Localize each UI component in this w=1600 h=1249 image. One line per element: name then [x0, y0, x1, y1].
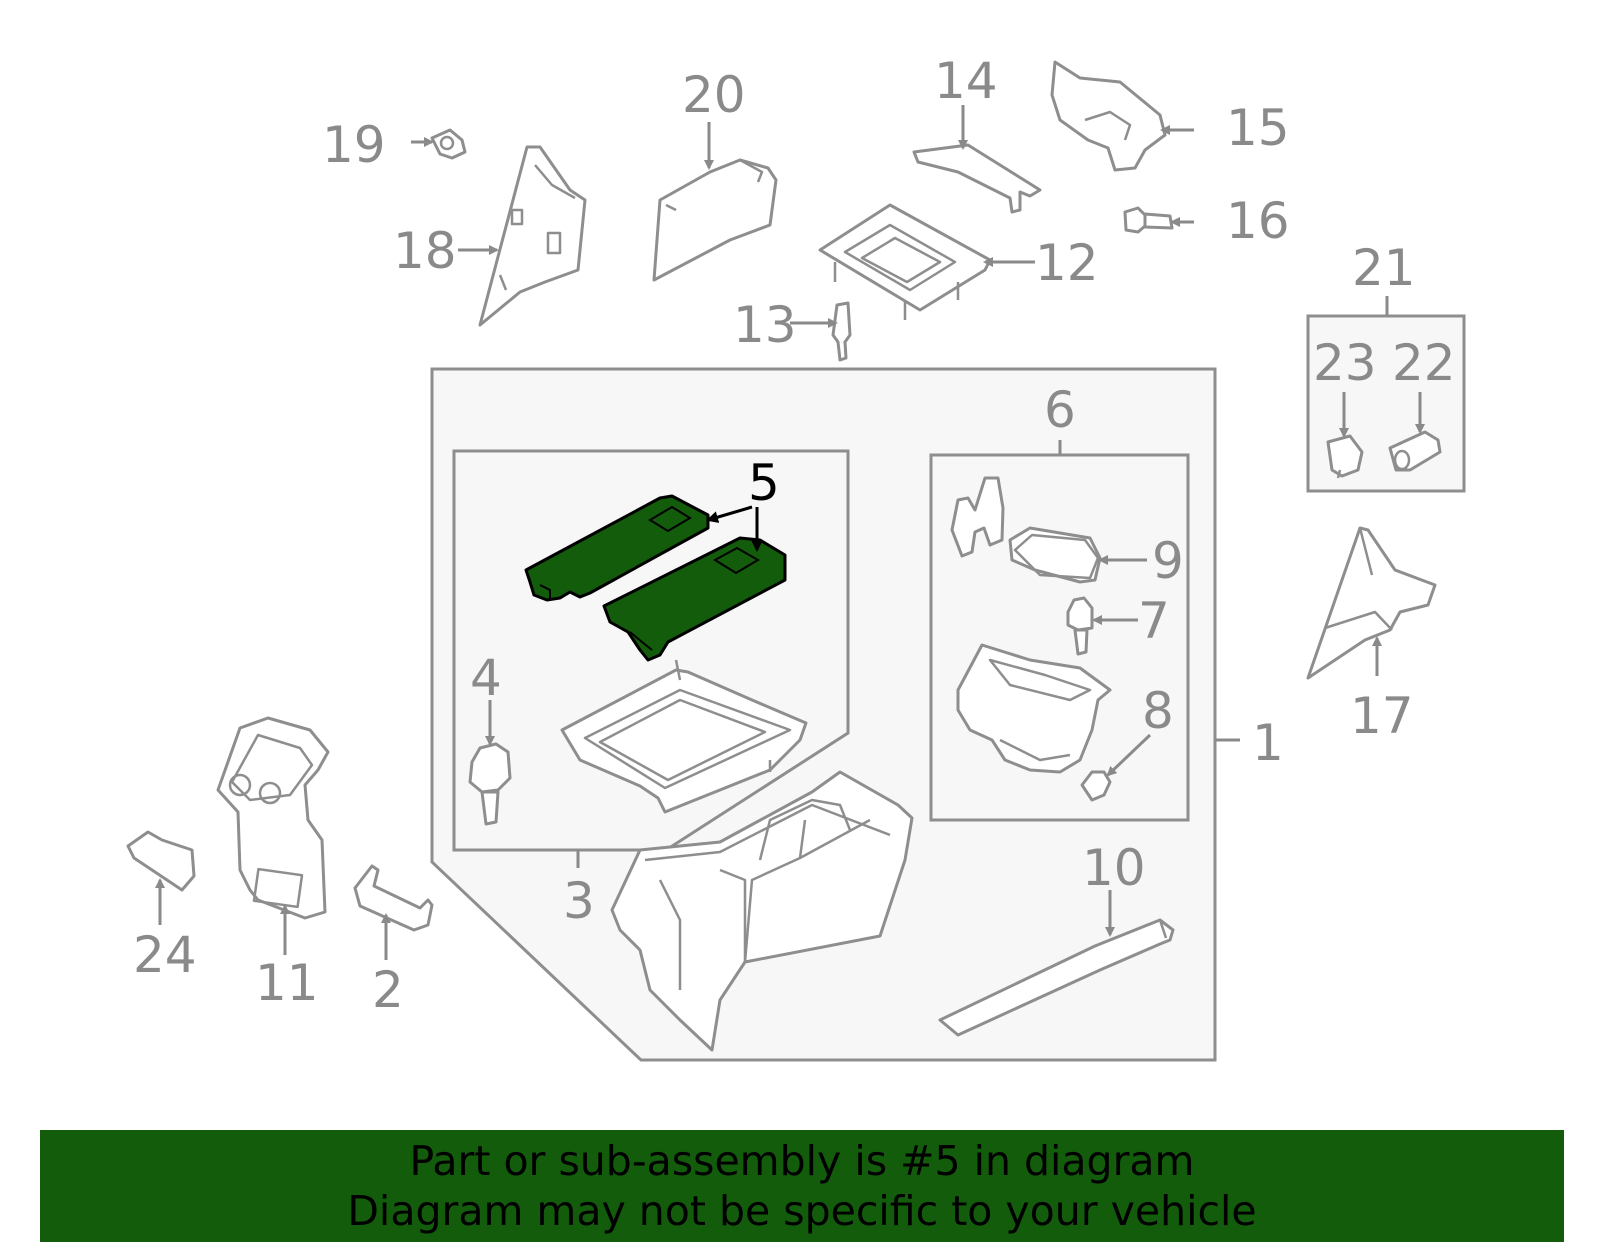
callout-15: 15: [1226, 99, 1290, 157]
callout-21: 21: [1352, 239, 1416, 297]
part-5-lid-a: [524, 494, 710, 602]
callout-10: 10: [1082, 839, 1146, 897]
callout-13: 13: [733, 296, 797, 354]
callout-9: 9: [1152, 532, 1184, 590]
part-3-bin-base: [560, 659, 808, 814]
part-18-side-panel: [478, 145, 587, 327]
leader-lines: [155, 105, 1425, 960]
callout-3: 3: [563, 872, 595, 930]
callout-18: 18: [393, 222, 457, 280]
callout-1: 1: [1252, 714, 1284, 772]
callout-numbers: 1 2 3 4 5 6 7 8 9 10 11 12 13 14 15 16 1…: [133, 52, 1456, 1019]
part-4-knob: [468, 742, 512, 826]
callout-5: 5: [748, 454, 780, 512]
banner-line-1: Part or sub-assembly is #5 in diagram: [409, 1137, 1195, 1185]
part-1-console-body: [610, 770, 914, 1052]
callout-11: 11: [255, 954, 319, 1012]
callout-22: 22: [1392, 334, 1456, 392]
part-2-bracket: [353, 864, 434, 932]
part-8-clip: [1080, 770, 1112, 802]
part-15-bracket: [1050, 60, 1167, 172]
callout-23: 23: [1313, 334, 1377, 392]
part-17-side-trim: [1306, 526, 1437, 680]
part-16-bolt: [1123, 206, 1174, 234]
part-5-armrest-lids: [524, 494, 787, 662]
callout-16: 16: [1226, 192, 1290, 250]
callout-6: 6: [1044, 381, 1076, 439]
part-22-lighter: [1388, 430, 1442, 472]
callout-7: 7: [1138, 592, 1170, 650]
banner-line-2: Diagram may not be specific to your vehi…: [347, 1187, 1257, 1235]
callout-4: 4: [470, 649, 502, 707]
callout-24: 24: [133, 926, 197, 984]
info-banner: Part or sub-assembly is #5 in diagram Di…: [40, 1130, 1564, 1242]
part-23-socket: [1326, 434, 1364, 479]
part-14-plate: [912, 143, 1042, 214]
callout-12: 12: [1035, 234, 1099, 292]
callout-19: 19: [322, 116, 386, 174]
callout-2: 2: [372, 961, 404, 1019]
part-11-rear-vent-panel: [216, 716, 330, 920]
callout-20: 20: [682, 66, 746, 124]
part-20-panel: [652, 158, 778, 282]
part-24-switch: [126, 830, 196, 892]
callout-17: 17: [1350, 687, 1414, 745]
part-19-clip: [430, 128, 467, 160]
callout-14: 14: [934, 52, 998, 110]
part-10-trim-strip: [938, 918, 1175, 1037]
part-13-pin: [831, 301, 852, 362]
callout-8: 8: [1142, 682, 1174, 740]
